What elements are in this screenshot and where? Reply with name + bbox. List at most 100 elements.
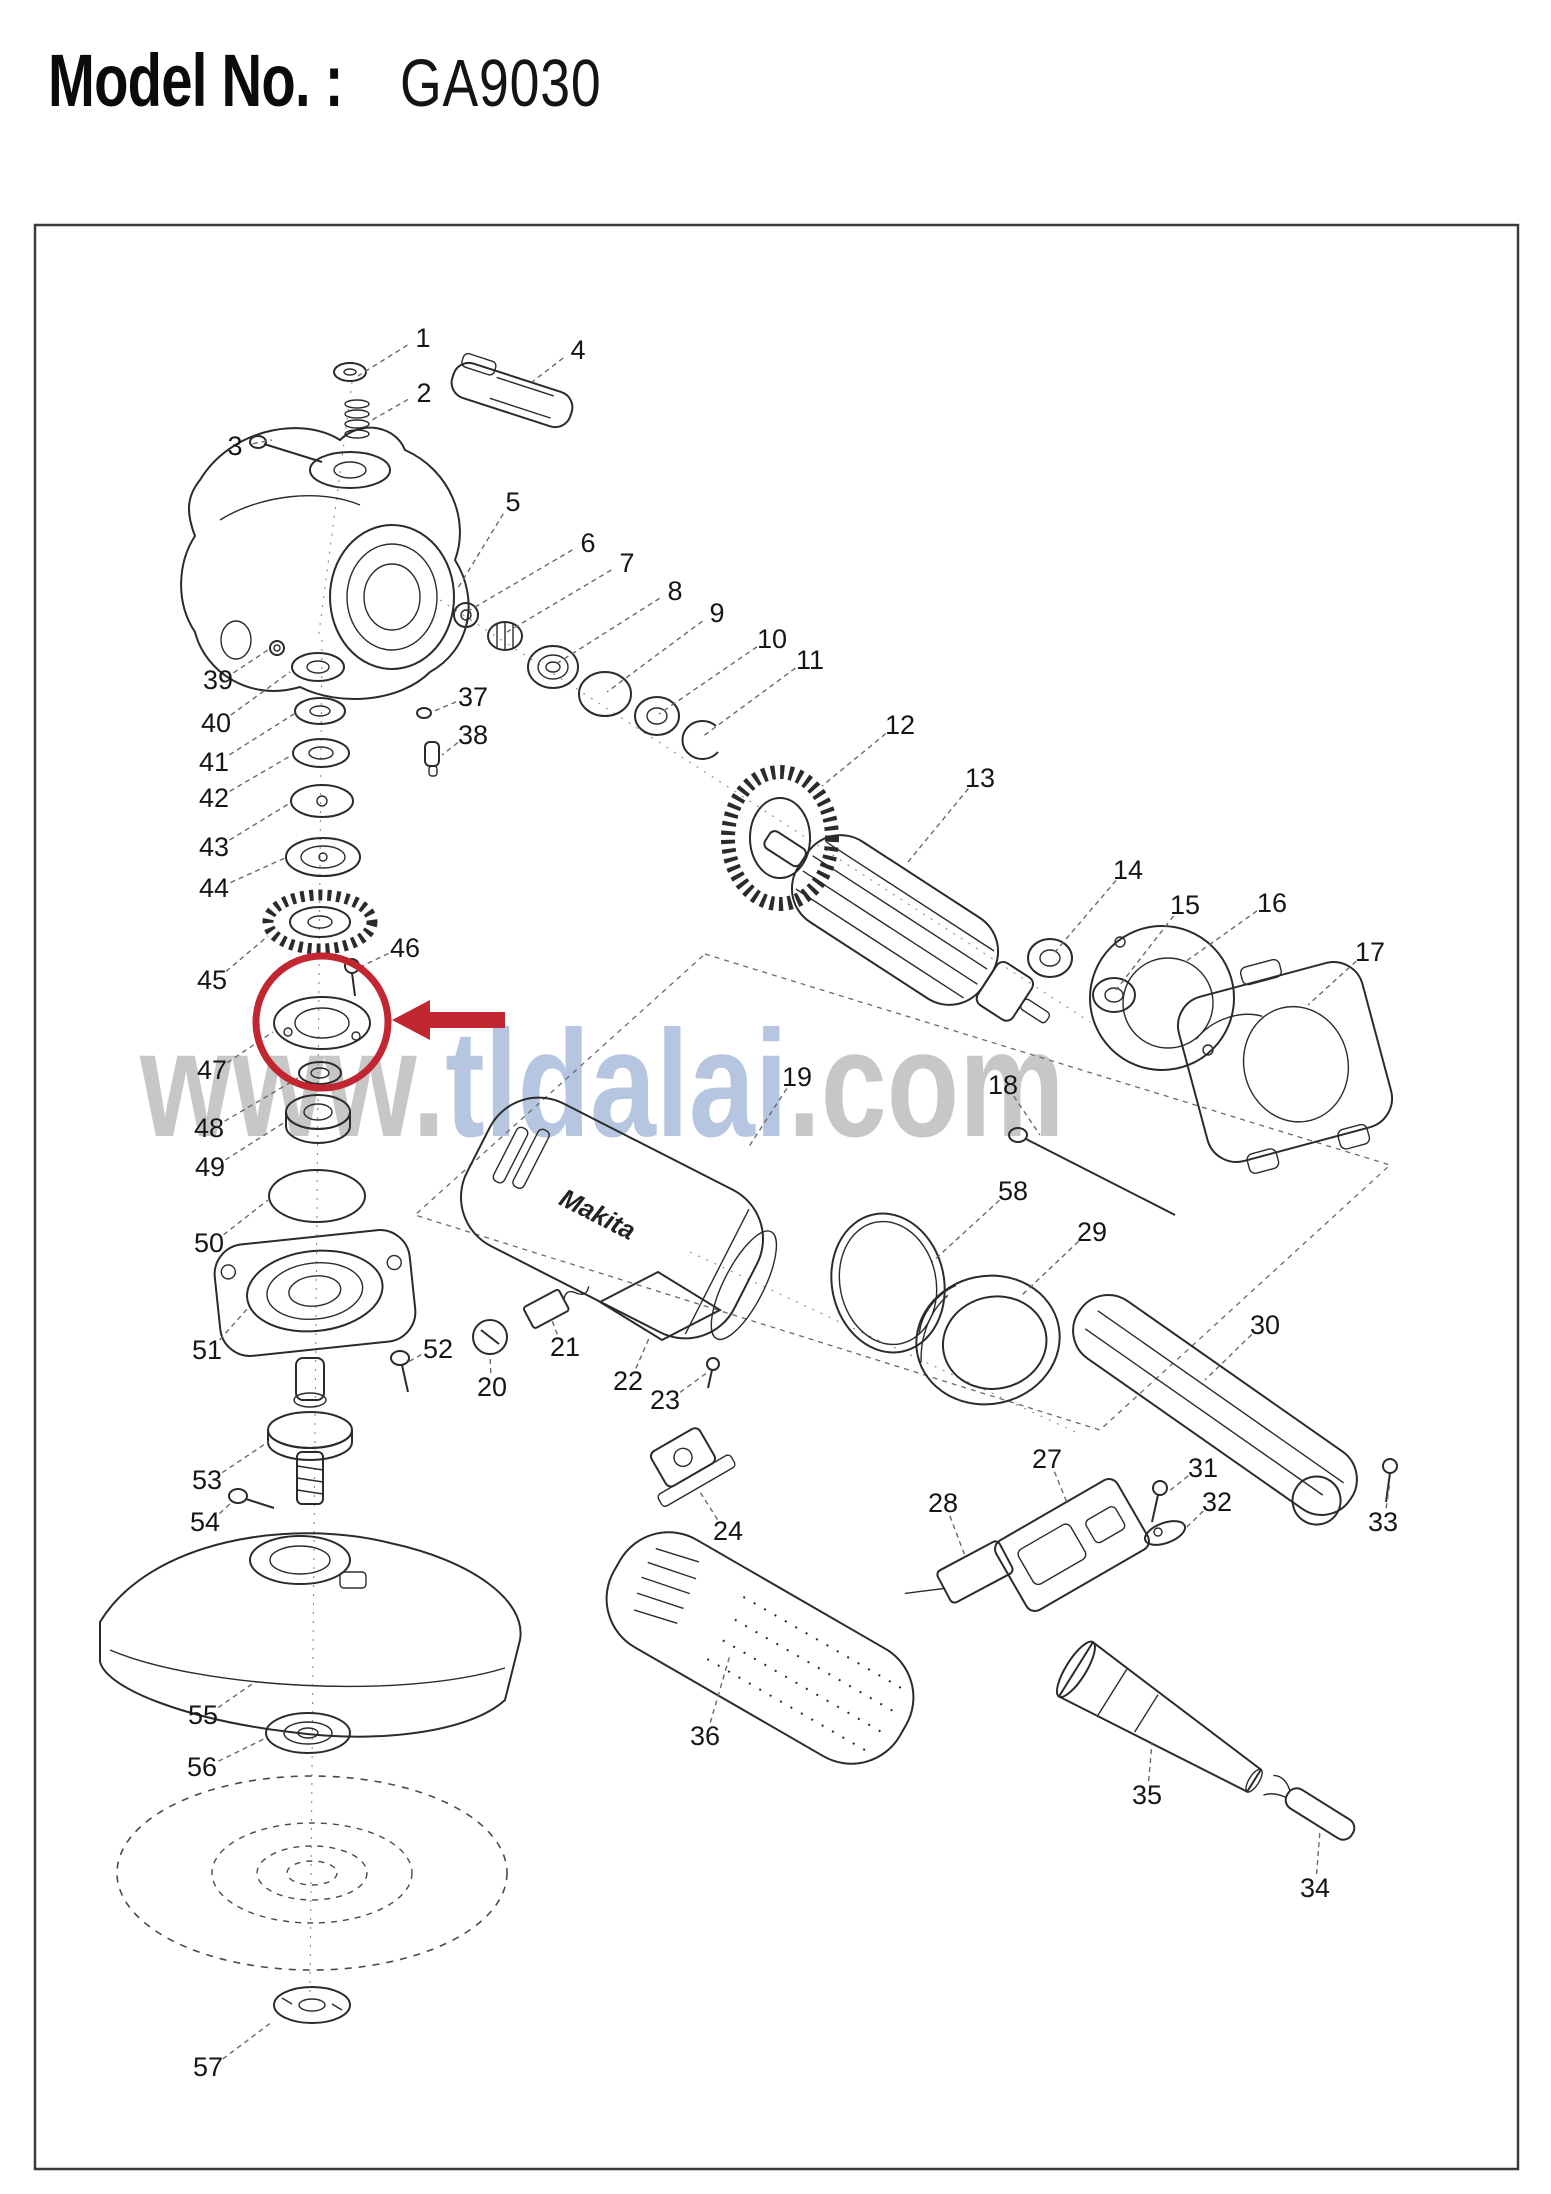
part-number-56: 56 xyxy=(187,1752,217,1782)
part-number-3: 3 xyxy=(227,431,242,461)
part-number-23: 23 xyxy=(650,1385,680,1415)
carbon-brush-part21 xyxy=(522,1286,590,1329)
leader-line-part-39 xyxy=(233,649,269,674)
model-no-value: GA9030 xyxy=(400,46,602,121)
bearing-part8 xyxy=(527,645,579,689)
armature-fan xyxy=(721,765,839,911)
part-number-47: 47 xyxy=(197,1055,227,1085)
leader-line-part-53 xyxy=(221,1441,269,1474)
bearing-box-part51 xyxy=(213,1229,417,1357)
part-number-32: 32 xyxy=(1202,1487,1232,1517)
part-number-2: 2 xyxy=(416,378,431,408)
part-number-12: 12 xyxy=(885,710,915,740)
pin-part38 xyxy=(424,741,440,777)
bearing-part49 xyxy=(285,1094,351,1144)
leader-line-part-47 xyxy=(226,1031,274,1064)
part-number-7: 7 xyxy=(619,548,634,578)
power-cord-part34 xyxy=(1263,1774,1356,1841)
leader-line-part-41 xyxy=(229,713,295,756)
leader-line-part-4 xyxy=(531,357,564,383)
highlight-arrow xyxy=(392,1000,505,1040)
part-number-33: 33 xyxy=(1368,1507,1398,1537)
part-number-54: 54 xyxy=(190,1507,220,1537)
o-ring-part58 xyxy=(830,1212,946,1354)
leader-line-part-2 xyxy=(371,398,409,421)
field-stator xyxy=(1176,958,1394,1174)
rear-cover-ring-part29 xyxy=(915,1274,1061,1406)
leader-line-part-44 xyxy=(230,857,286,884)
leader-line-part-11 xyxy=(701,667,796,738)
housing-brand-text: Makita xyxy=(555,1182,641,1245)
part-number-22: 22 xyxy=(613,1366,643,1396)
bevel-gear-part45 xyxy=(262,889,378,955)
disc-part44 xyxy=(285,837,361,877)
part-number-16: 16 xyxy=(1257,888,1287,918)
switch-part27 xyxy=(994,1478,1150,1612)
part-number-53: 53 xyxy=(192,1465,222,1495)
leader-line-part-45 xyxy=(225,935,269,972)
part-number-43: 43 xyxy=(199,832,229,862)
grinding-wheel xyxy=(116,1775,508,1971)
part-number-30: 30 xyxy=(1250,1310,1280,1340)
leader-line-part-10 xyxy=(658,646,758,715)
washer-part10 xyxy=(634,696,680,736)
armature xyxy=(763,830,1051,1024)
bracket-part24 xyxy=(649,1427,736,1508)
lock-plate-part47 xyxy=(273,996,371,1050)
leader-line-part-49 xyxy=(225,1121,286,1161)
part-number-9: 9 xyxy=(709,598,724,628)
leader-line-part-16 xyxy=(1184,910,1258,963)
pin-part39 xyxy=(269,640,285,656)
highlight-circle xyxy=(252,952,392,1092)
watermark-suffix: .com xyxy=(787,999,1065,1169)
leader-line-part-35 xyxy=(1147,1741,1153,1782)
leader-line-part-20 xyxy=(489,1355,492,1374)
part-number-46: 46 xyxy=(390,933,420,963)
page-title: Model No. : GA9030 xyxy=(48,38,652,123)
leader-line-part-8 xyxy=(555,597,661,665)
lock-spring xyxy=(344,399,370,439)
part-number-48: 48 xyxy=(194,1113,224,1143)
leader-line-part-14 xyxy=(1054,880,1117,953)
leader-line-part-19 xyxy=(747,1088,788,1149)
part-number-37: 37 xyxy=(458,682,488,712)
part-number-40: 40 xyxy=(201,708,231,738)
gear-part7 xyxy=(487,621,523,651)
through-bolt-part18 xyxy=(1008,1127,1176,1216)
leader-line-part-37 xyxy=(431,701,457,713)
part-number-27: 27 xyxy=(1032,1444,1062,1474)
part-number-20: 20 xyxy=(477,1372,507,1402)
part-number-4: 4 xyxy=(570,335,585,365)
axis-lines xyxy=(309,381,1091,1996)
part-number-14: 14 xyxy=(1113,855,1143,885)
leader-line-part-33 xyxy=(1385,1481,1391,1509)
watermark-middle: tldalai xyxy=(445,999,788,1169)
part-number-10: 10 xyxy=(757,624,787,654)
part-number-41: 41 xyxy=(199,747,229,777)
part-number-36: 36 xyxy=(690,1721,720,1751)
nameplate-part22 xyxy=(597,1270,723,1342)
inner-flange-part56 xyxy=(265,1712,351,1754)
circlip-part11 xyxy=(681,720,719,760)
bearing-retainer-part16 xyxy=(1089,925,1235,1071)
leader-line-part-54 xyxy=(218,1501,233,1515)
lock-lever xyxy=(450,352,574,429)
leader-line-part-46 xyxy=(357,952,389,969)
leader-line-part-6 xyxy=(469,549,573,611)
ring-part9 xyxy=(578,671,632,717)
part-number-17: 17 xyxy=(1355,937,1385,967)
part-number-13: 13 xyxy=(965,763,995,793)
leader-line-part-22 xyxy=(635,1335,651,1369)
fan-washer-part14 xyxy=(1027,938,1073,978)
part-number-35: 35 xyxy=(1132,1780,1162,1810)
model-no-label: Model No. : xyxy=(48,39,343,122)
part-number-45: 45 xyxy=(197,965,227,995)
bearing-part15 xyxy=(1092,977,1136,1013)
leader-line-part-51 xyxy=(219,1307,249,1341)
part-number-18: 18 xyxy=(988,1070,1018,1100)
part-number-42: 42 xyxy=(199,783,229,813)
leader-line-part-9 xyxy=(606,620,703,693)
bearing-part40 xyxy=(291,652,345,682)
washer-part42 xyxy=(292,738,350,768)
